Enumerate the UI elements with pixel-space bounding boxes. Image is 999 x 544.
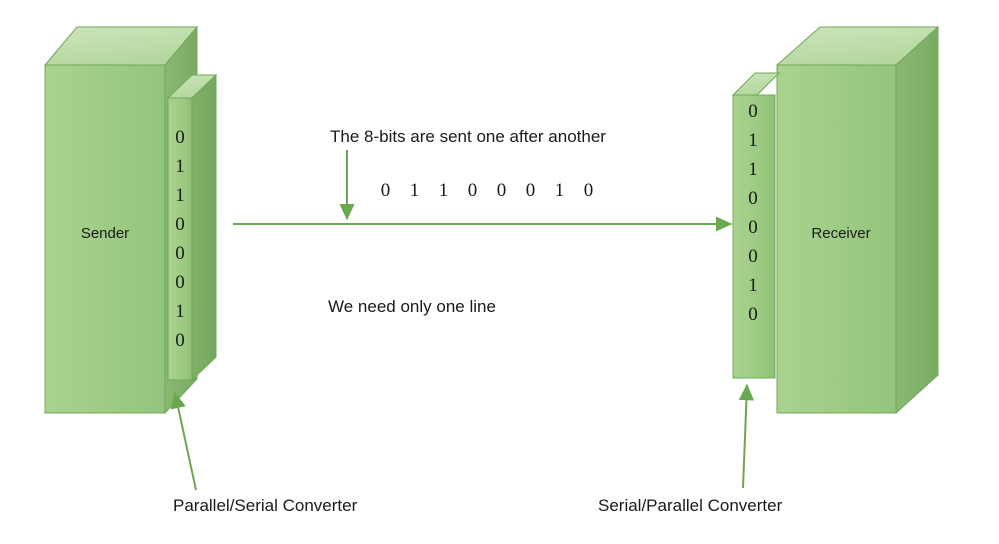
sender-bit: 0 (175, 272, 185, 293)
transmitted-bit: 0 (467, 180, 478, 201)
sender-bit: 1 (175, 185, 185, 206)
receiver-bit: 1 (748, 159, 758, 180)
sender-block: Sender (43, 25, 218, 415)
bottom-note-text: We need only one line (328, 297, 496, 316)
receiver-block: Receiver (731, 25, 940, 415)
parallel-serial-converter-caption: Parallel/Serial Converter (173, 496, 358, 515)
receiver-bit: 0 (748, 246, 758, 267)
receiver-bit: 1 (748, 275, 758, 296)
sender-box-front-face (44, 64, 166, 414)
receiver-box-side-face (895, 25, 939, 415)
transmitted-bit: 0 (525, 180, 536, 201)
sender-bit: 0 (175, 243, 185, 264)
receiver-bit-column: 0 1 1 0 0 0 1 0 (738, 97, 768, 329)
transmitted-bit: 1 (409, 180, 420, 201)
sender-bit: 1 (175, 301, 185, 322)
transmitted-bit: 1 (554, 180, 565, 201)
receiver-box-label: Receiver (811, 225, 870, 242)
sender-bit: 1 (175, 156, 185, 177)
transmitted-bit: 0 (380, 180, 391, 201)
receiver-bit: 0 (748, 188, 758, 209)
parallel-serial-converter-arrow (170, 391, 197, 491)
sender-box-label: Sender (81, 225, 129, 242)
receiver-strip-front-face (732, 94, 776, 379)
receiver-strip-top-face (731, 72, 781, 96)
receiver-box-front-face (776, 64, 897, 414)
sender-bit-column: 0 1 1 0 0 0 1 0 (168, 123, 192, 355)
receiver-bit: 0 (748, 217, 758, 238)
sender-bit: 0 (175, 127, 185, 148)
transmitted-bit-stream: 0 1 1 0 0 0 1 0 (371, 180, 603, 202)
sender-bit: 0 (175, 214, 185, 235)
transmitted-bit: 1 (438, 180, 449, 201)
receiver-bit: 0 (748, 304, 758, 325)
serial-parallel-converter-caption: Serial/Parallel Converter (598, 496, 783, 515)
sender-strip-side-face (191, 73, 217, 382)
top-note-text: The 8-bits are sent one after another (330, 127, 606, 146)
sender-strip-front-face (167, 97, 193, 381)
sender-bit: 0 (175, 330, 185, 351)
receiver-bit: 1 (748, 130, 758, 151)
transmitted-bit: 0 (496, 180, 507, 201)
transmitted-bit: 0 (583, 180, 594, 201)
receiver-bit: 0 (748, 101, 758, 122)
serial-parallel-converter-arrow (738, 383, 755, 489)
